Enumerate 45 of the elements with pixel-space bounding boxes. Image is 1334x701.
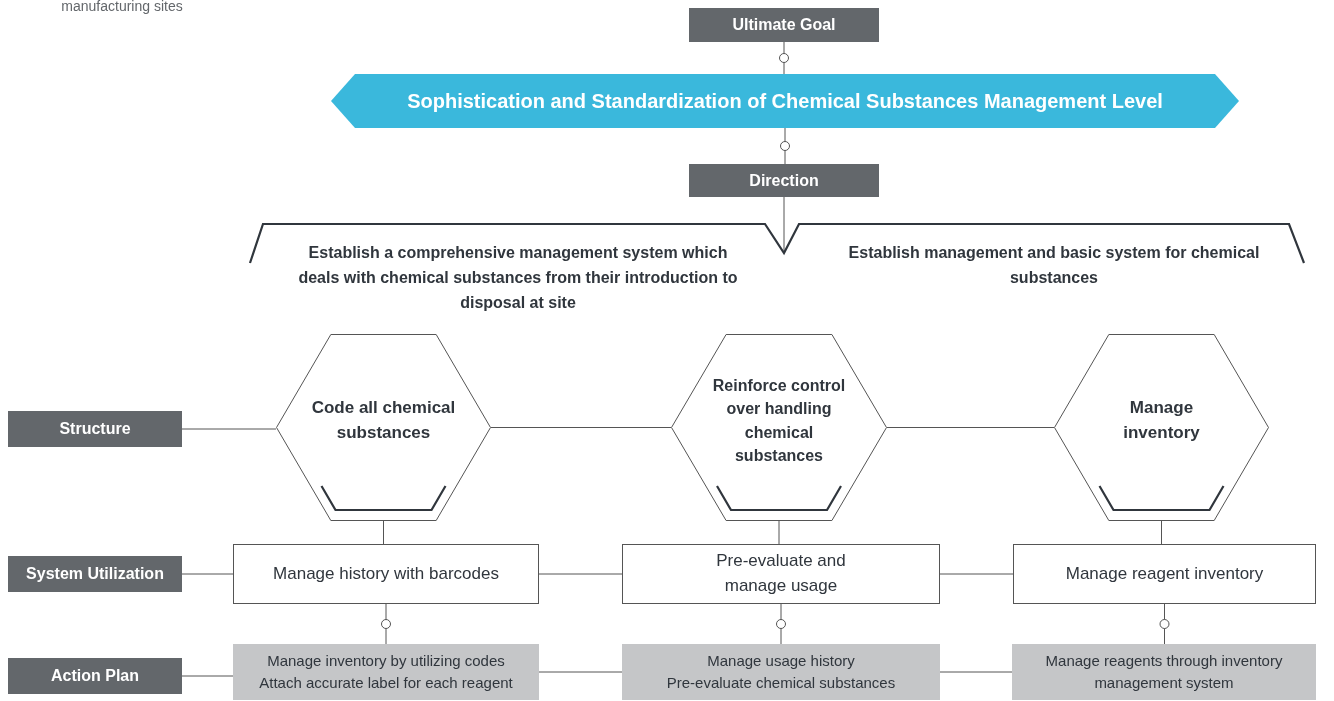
connector-line	[538, 671, 623, 673]
hexagon-text: Code all chemical substances	[310, 396, 457, 444]
connector-line	[939, 671, 1013, 673]
process-box: Pre-evaluate and manage usage	[622, 544, 940, 604]
process-box: Manage history with barcodes	[233, 544, 539, 604]
connector-line	[538, 573, 623, 575]
category-label: Action Plan	[8, 658, 182, 694]
action-box	[1012, 644, 1316, 700]
connector-line	[886, 427, 1055, 428]
hexagon	[276, 334, 491, 521]
connector-line	[939, 573, 1014, 575]
connector-line	[784, 127, 786, 165]
process-box: Manage reagent inventory	[1013, 544, 1316, 604]
direction-text: Establish management and basic system for chemical substances	[847, 243, 1261, 288]
action-text: Manage inventory by utilizing codes	[267, 651, 505, 672]
connector-line	[181, 573, 234, 575]
connector-line	[490, 427, 672, 428]
bracket-line	[249, 222, 1305, 264]
direction-text: Establish a comprehensive management system which deals with chemical substances from their introduction to disposal at site	[298, 243, 738, 313]
action-text: Manage reagents through inventory management system	[1044, 651, 1284, 693]
hexagon	[1054, 334, 1269, 521]
hexagon	[671, 334, 887, 521]
action-text: Attach accurate label for each reagent	[259, 673, 513, 693]
action-text: Pre-evaluate chemical substances	[666, 673, 896, 693]
hexagon-text: Reinforce control over handling chemical substances	[711, 376, 847, 466]
connector-line	[778, 520, 780, 545]
banner-text: Sophistication and Standardization of Chemical Substances Management Level	[407, 88, 1163, 114]
category-label: Direction	[689, 164, 879, 197]
connector-line	[1161, 520, 1162, 545]
connector-line	[181, 428, 277, 430]
connector-line	[383, 520, 384, 545]
connector-line	[780, 603, 782, 645]
action-text: Manage usage history	[707, 651, 855, 672]
action-box	[233, 644, 539, 700]
connector-line	[181, 675, 234, 677]
hexagon-text: Manage inventory	[1122, 396, 1201, 444]
category-label: Structure	[8, 411, 182, 447]
category-label: Ultimate Goal	[689, 8, 879, 42]
goal-banner	[331, 74, 1239, 128]
connector-line	[385, 603, 387, 645]
connector-line	[783, 41, 785, 75]
note-text: manufacturing sites	[60, 0, 184, 16]
connector-line	[1164, 603, 1165, 645]
category-label: System Utilization	[8, 556, 182, 592]
action-box	[622, 644, 940, 700]
